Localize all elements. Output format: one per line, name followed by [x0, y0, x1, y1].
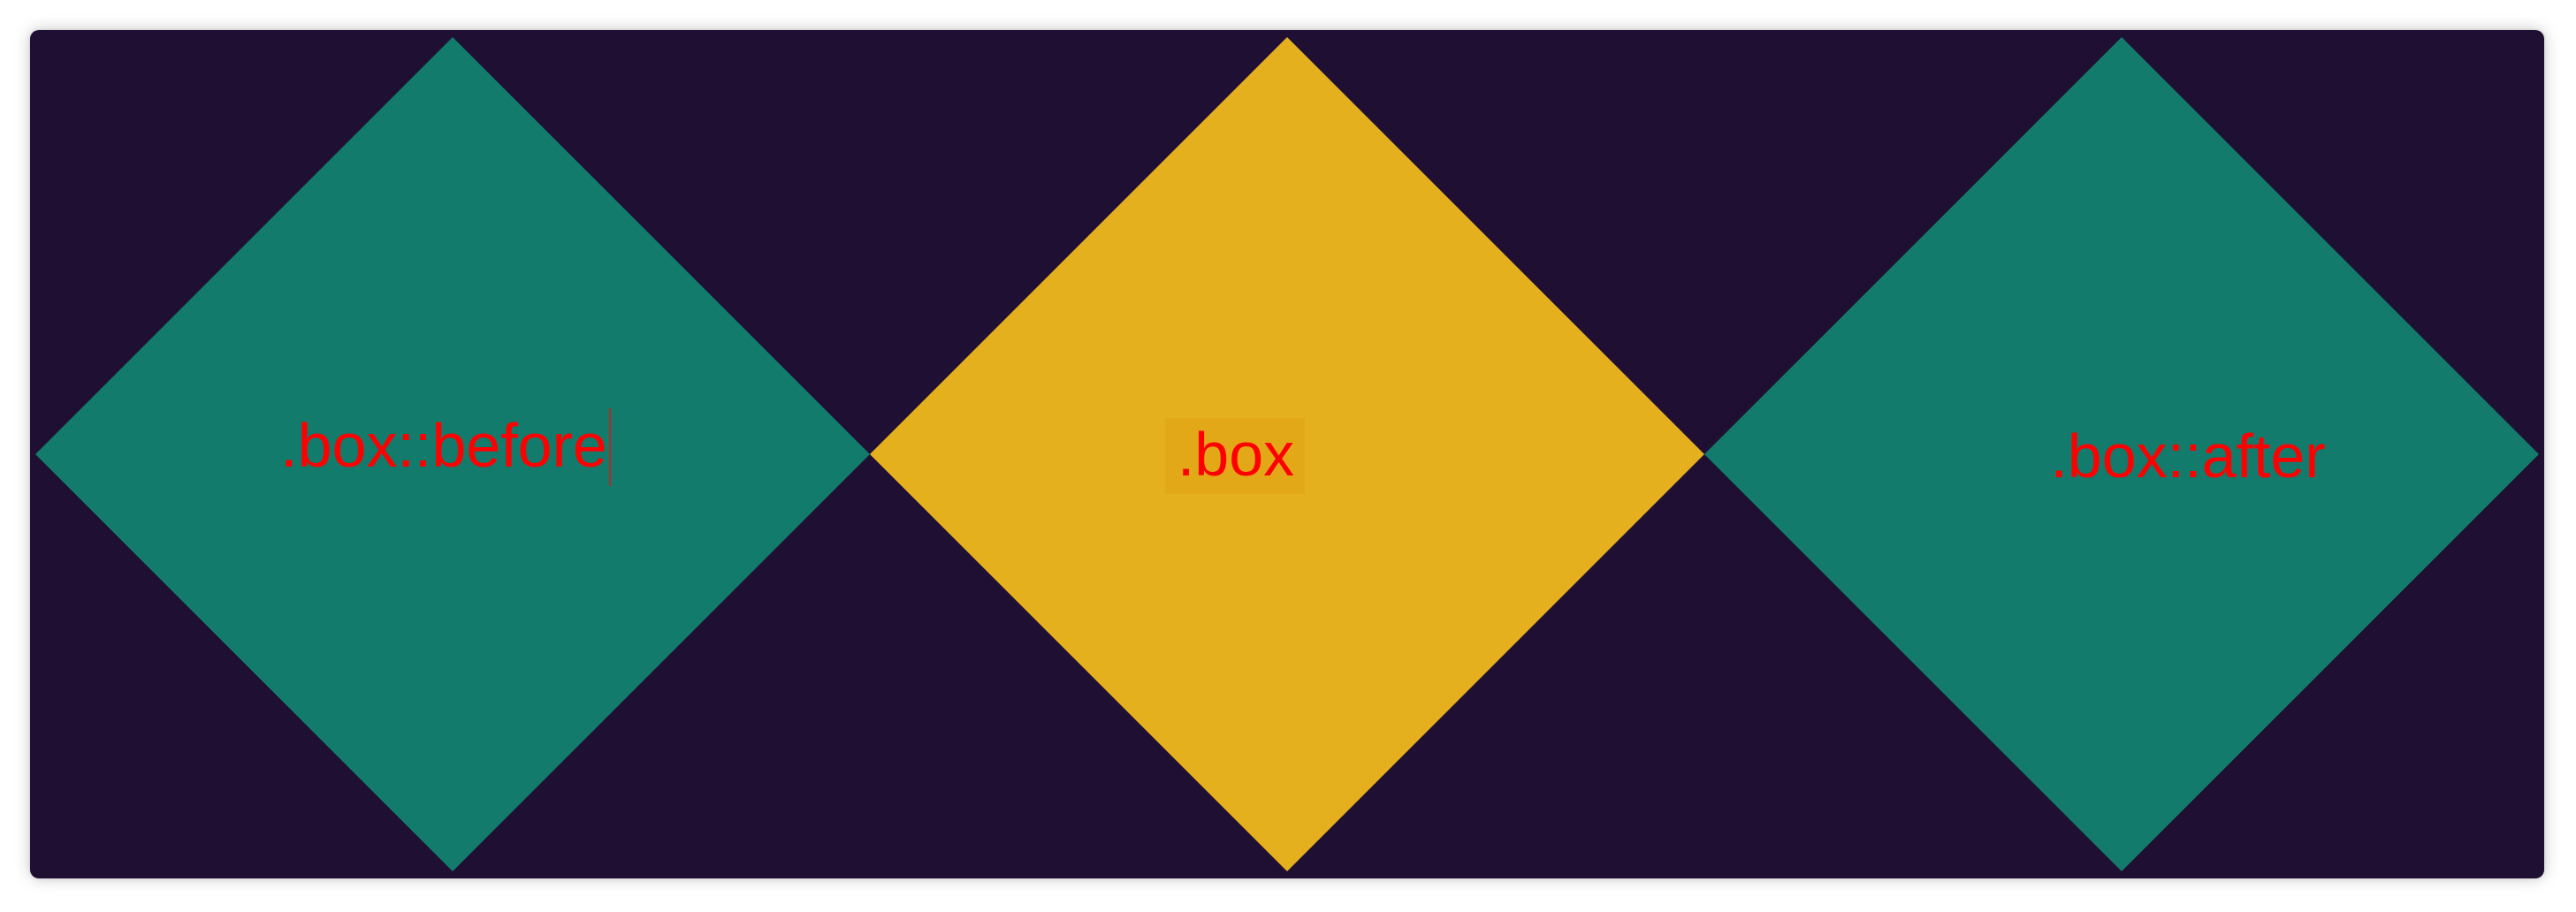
box-label-text: .box — [1177, 420, 1295, 489]
before-pseudo-element-diamond — [35, 37, 870, 871]
after-pseudo-element-diamond — [1704, 37, 2539, 871]
after-label: .box::after — [2050, 425, 2325, 487]
box-label: .box — [1164, 418, 1306, 494]
before-label: .box::before — [280, 408, 611, 486]
diamonds-svg — [30, 30, 2544, 878]
text-caret — [608, 408, 611, 486]
before-label-text: .box::before — [280, 411, 607, 480]
preview-canvas: .box::before .box .box::after — [30, 30, 2544, 878]
after-label-text: .box::after — [2050, 422, 2326, 490]
